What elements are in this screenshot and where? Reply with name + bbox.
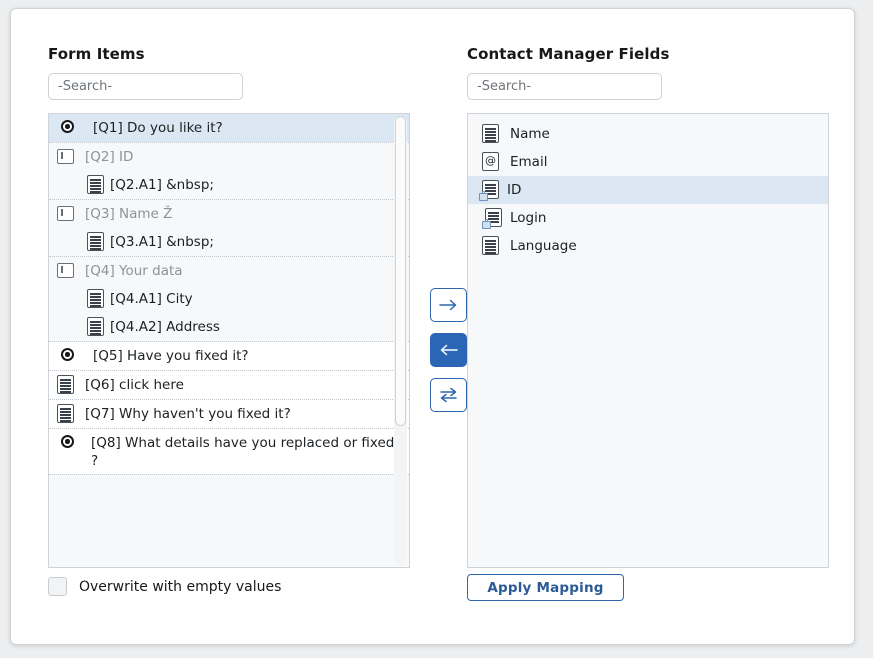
group-icon [57, 147, 79, 167]
radio-icon [61, 118, 85, 138]
scrollbar-thumb[interactable] [395, 116, 406, 426]
locked-document-icon [479, 180, 501, 201]
list-item-label: [Q4] Your data [85, 263, 183, 279]
list-item[interactable]: [Q1] Do you like it? [49, 114, 409, 142]
mapping-dialog-card: Form Items [Q1] Do you like it? [Q2] ID [10, 8, 855, 645]
document-icon [57, 375, 79, 395]
form-items-list-inner: [Q1] Do you like it? [Q2] ID [Q2.A1] &nb… [49, 114, 409, 567]
list-item-label: [Q7] Why haven't you fixed it? [85, 406, 291, 422]
contact-fields-search-input[interactable] [467, 73, 662, 100]
list-group: [Q2] ID [Q2.A1] &nbsp; [49, 142, 409, 200]
list-group-parent[interactable]: [Q3] Name Ž [49, 200, 409, 228]
document-icon [87, 289, 109, 309]
list-item-label: [Q8] What details have you replaced or f… [91, 435, 395, 469]
list-item[interactable]: [Q3.A1] &nbsp; [49, 228, 409, 256]
apply-mapping-button[interactable]: Apply Mapping [467, 574, 624, 601]
list-item[interactable]: ID [468, 176, 828, 204]
group-icon [57, 261, 79, 281]
list-item-label: Email [510, 154, 548, 170]
list-item[interactable]: [Q7] Why haven't you fixed it? [49, 399, 409, 428]
list-filler [49, 474, 409, 475]
list-item-label: [Q4.A2] Address [110, 319, 220, 335]
document-icon [87, 232, 109, 252]
list-item-label: [Q5] Have you fixed it? [93, 348, 249, 364]
list-item[interactable]: [Q4.A1] City [49, 285, 409, 313]
list-item[interactable]: Login [468, 204, 828, 232]
list-item[interactable]: [Q8] What details have you replaced or f… [49, 428, 409, 474]
list-item[interactable]: Language [468, 232, 828, 260]
contact-fields-list[interactable]: Name @ Email ID Login [467, 113, 829, 568]
radio-icon [61, 346, 85, 366]
list-item[interactable]: [Q2.A1] &nbsp; [49, 171, 409, 199]
list-item[interactable]: @ Email [468, 148, 828, 176]
list-item[interactable]: [Q4.A2] Address [49, 313, 409, 341]
list-item[interactable]: Name [468, 120, 828, 148]
document-icon [87, 317, 109, 337]
overwrite-empty-values-checkbox[interactable] [48, 577, 67, 596]
list-group-parent[interactable]: [Q4] Your data [49, 257, 409, 285]
form-items-search-input[interactable] [48, 73, 243, 100]
form-items-list[interactable]: [Q1] Do you like it? [Q2] ID [Q2.A1] &nb… [48, 113, 410, 568]
arrow-left-icon [439, 343, 458, 357]
radio-icon [61, 433, 85, 453]
contact-fields-list-inner: Name @ Email ID Login [468, 114, 828, 567]
list-item-label: [Q2] ID [85, 149, 134, 165]
move-to-right-button[interactable] [430, 288, 467, 322]
swap-mapping-button[interactable] [430, 378, 467, 412]
list-group-parent[interactable]: [Q2] ID [49, 143, 409, 171]
document-icon [482, 124, 504, 144]
locked-document-icon [482, 208, 504, 229]
document-icon [57, 404, 79, 424]
list-item-label: [Q1] Do you like it? [93, 120, 223, 136]
contact-manager-fields-title: Contact Manager Fields [467, 45, 670, 63]
list-item-label: [Q3.A1] &nbsp; [110, 234, 214, 250]
list-item-label: [Q2.A1] &nbsp; [110, 177, 214, 193]
list-group: [Q3] Name Ž [Q3.A1] &nbsp; [49, 200, 409, 257]
overwrite-empty-values-label: Overwrite with empty values [79, 578, 282, 595]
group-icon [57, 204, 79, 224]
form-items-title: Form Items [48, 45, 145, 63]
list-item-label: Language [510, 238, 577, 254]
document-icon [87, 175, 109, 195]
list-item-label: [Q4.A1] City [110, 291, 193, 307]
list-group: [Q4] Your data [Q4.A1] City [Q4.A2] Addr… [49, 257, 409, 342]
list-item[interactable]: [Q6] click here [49, 370, 409, 399]
document-icon [482, 236, 504, 256]
swap-arrows-icon [439, 387, 458, 403]
list-item-label: [Q3] Name Ž [85, 206, 173, 222]
list-item-label: Login [510, 210, 547, 226]
list-item-label: [Q6] click here [85, 377, 184, 393]
at-sign-icon: @ [482, 152, 504, 172]
overwrite-empty-values-row[interactable]: Overwrite with empty values [48, 577, 281, 596]
list-scrollbar[interactable] [394, 116, 407, 565]
arrow-right-icon [439, 298, 458, 312]
list-item-label: ID [507, 182, 522, 198]
move-to-left-button[interactable] [430, 333, 467, 367]
list-item[interactable]: [Q5] Have you fixed it? [49, 342, 409, 370]
list-item-label: Name [510, 126, 550, 142]
